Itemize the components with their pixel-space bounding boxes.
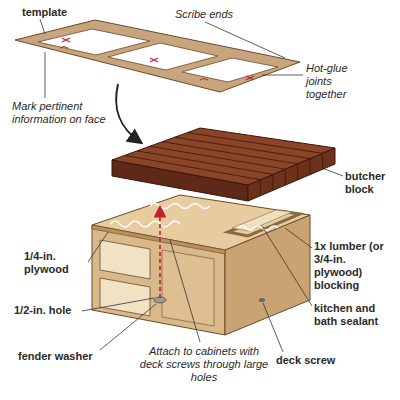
note-label: Scribe ends [175,8,255,21]
part-label: 1/4-in. plywood [24,250,88,276]
part-label: 1/2-in. hole [14,304,82,317]
screw-path [159,208,161,298]
part-label: butcher block [345,170,397,196]
note-label: Attach to cabinets with deck screws thro… [138,345,270,384]
template-sheet [15,20,300,92]
leader-lines [40,19,343,352]
part-label: template [22,6,92,19]
butcher-block [112,128,335,201]
note-label: Hot-glue joints together [306,62,368,101]
note-label: Mark pertinent information on face [12,100,108,126]
part-label: 1x lumber (or 3/4-in. plywood) blocking [314,240,396,292]
part-label: fender washer [18,350,102,363]
part-label: kitchen and bath sealant [314,302,396,328]
part-label: deck screw [276,354,348,367]
cabinet [92,195,310,335]
move-arrow [116,84,140,142]
